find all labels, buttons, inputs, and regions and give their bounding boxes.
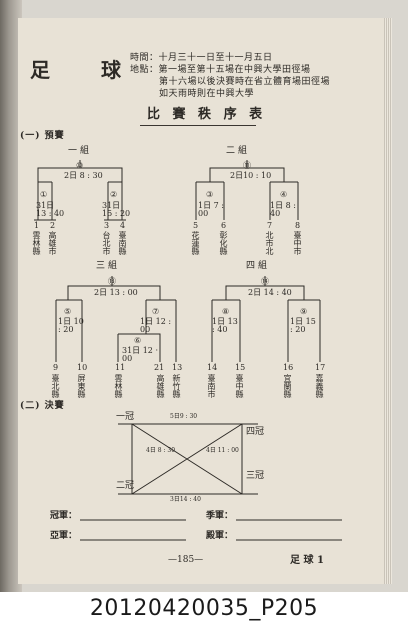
team-16-no: 16 [283,363,294,372]
g2-match-4-time: 1日 8 : 40 [270,201,296,218]
corner-3: 三冠 [246,471,265,481]
team-11-no: 11 [115,363,126,372]
g2-match-4-num: ④ [280,190,288,199]
page-title: 足 球 [30,58,143,82]
team-11-name: 雲林縣 [114,374,123,398]
team-4-name: 臺南縣 [118,231,127,255]
g1-match-2-time: 31日 15 : 20 [102,201,131,218]
group-3-final-time: 2日 13 : 00 [94,288,138,297]
team-15-no: 15 [235,363,246,372]
group-3-label: 三組 [96,261,121,271]
team-7-name: 北市北 [265,231,274,255]
book-page [18,18,386,584]
final-label: (二) 決賽 [20,401,65,411]
page-edges [384,18,392,584]
corner-1: 一冠 [116,412,135,422]
fourth-label: 殿軍： [206,531,234,541]
team-10-no: 10 [77,363,88,372]
team-14-no: 14 [207,363,218,372]
team-15-name: 臺中縣 [235,374,244,398]
info-venue-3: 如天雨時則在中興大學 [159,89,255,99]
team-6-no: 6 [221,221,227,230]
team-17-name: 嘉義縣 [315,374,324,398]
team-8-name: 臺中市 [293,231,302,255]
g1-match-1-num: ① [40,190,48,199]
g4-match-8-num: ⑧ [222,307,230,316]
team-21-name: 高雄縣 [156,374,165,398]
team-14-name: 臺南市 [207,374,216,398]
team-2-no: 2 [50,221,56,230]
final-right-time: 4日 11 : 00 [206,447,239,454]
team-9-name: 臺北縣 [51,374,60,398]
team-10-name: 屏東縣 [77,374,86,398]
g1-match-1-time: 31日 13 : 40 [36,201,65,218]
team-3-name: 台北市 [102,231,111,255]
g3-match-7-num: ⑦ [152,307,160,316]
team-7-no: 7 [267,221,273,230]
g2-match-3-num: ③ [206,190,214,199]
group-4-final-num: ⑭ [261,277,269,286]
heading-underline [140,124,256,126]
g2-match-3-time: 1日 7 : 00 [198,201,224,218]
g4-match-8-time: 1日 13 : 40 [212,317,238,334]
info-time: 時間：十月三十一日至十一月五日 [130,53,273,63]
team-21-no: 21 [154,363,165,372]
team-1-no: 1 [34,221,40,230]
second-label: 亞軍： [50,531,78,541]
final-left-time: 4日 8 : 30 [146,447,176,454]
g3-match-6-time: 31日 12 · 00 [122,346,158,363]
team-16-name: 宜蘭縣 [283,374,292,398]
group-1-label: 一組 [68,146,93,156]
group-1-final-time: 2日 8 : 30 [64,171,103,180]
footer-section: 足 球 1 [290,555,324,566]
info-venue-2: 第十六場以後決賽時在省立體育場田徑場 [159,77,331,87]
final-top-time: 5日9 : 30 [170,413,198,420]
g3-match-5-num: ⑤ [64,307,72,316]
g3-match-5-time: 1日 10 : 20 [58,317,84,334]
g3-match-6-num: ⑥ [134,336,142,345]
image-caption: 20120420035_P205 [89,596,319,621]
g1-match-2-num: ② [110,190,118,199]
book-spine [0,0,22,592]
corner-4: 四冠 [246,427,265,437]
champion-label: 冠軍： [50,511,78,521]
team-6-name: 彰化縣 [219,231,228,255]
group-4-label: 四組 [246,261,271,271]
team-13-no: 13 [172,363,183,372]
group-3-final-num: ⑬ [108,277,116,286]
team-8-no: 8 [295,221,301,230]
team-2-name: 高雄市 [48,231,57,255]
team-13-name: 新竹縣 [172,374,181,398]
team-5-name: 花蓮縣 [191,231,200,255]
info-venue-1: 地點：第一場至第十五場在中興大學田徑場 [130,65,311,75]
g3-match-7-time: 1日 12 : 00 [140,317,172,334]
group-2-final-num: ⑪ [243,161,251,170]
corner-2: 二冠 [116,481,135,491]
group-4-final-time: 2日 14 : 40 [248,288,292,297]
team-4-no: 4 [120,221,126,230]
page-number: —185— [168,555,204,565]
g4-match-9-time: 1日 15 : 20 [290,317,316,334]
g4-match-9-num: ⑨ [300,307,308,316]
prelim-label: (一) 預賽 [20,131,65,141]
bracket-lines [34,160,342,541]
team-9-no: 9 [53,363,59,372]
team-3-no: 3 [104,221,110,230]
team-17-no: 17 [315,363,326,372]
final-bottom-time: 3日14 : 40 [170,496,201,503]
team-5-no: 5 [193,221,199,230]
team-1-name: 雲林縣 [32,231,41,255]
third-label: 季軍： [206,511,234,521]
group-2-final-time: 2日10 : 10 [230,171,272,180]
group-2-label: 二組 [226,146,251,156]
schedule-heading: 比 賽 秩 序 表 [147,107,267,122]
group-1-final-num: ⑩ [76,161,84,170]
